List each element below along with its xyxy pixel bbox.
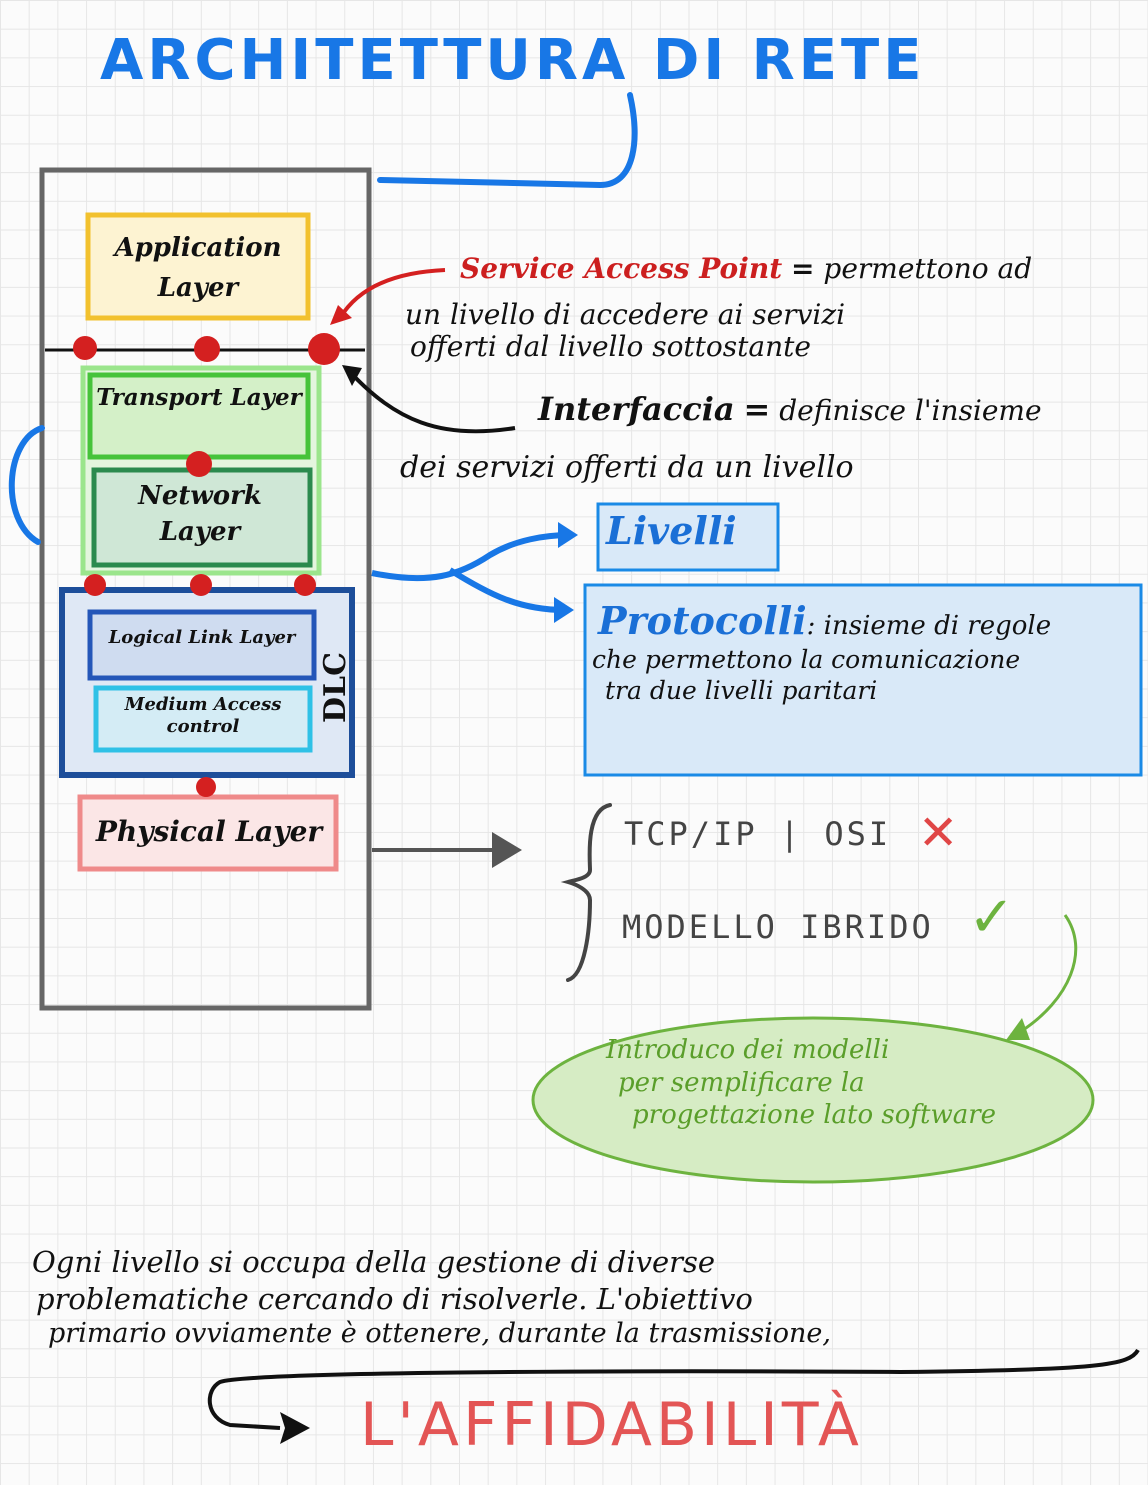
result-title: L'AFFIDABILITÀ xyxy=(360,1390,863,1460)
protocolli-arrowhead xyxy=(554,597,574,623)
interface-arrow xyxy=(348,370,516,434)
sap-dot xyxy=(308,333,340,365)
protocolli-line1: Protocolli: insieme di regole xyxy=(598,598,1051,643)
ellipse-line2: per semplificare la xyxy=(618,1068,865,1098)
hybrid-model-label: MODELLO IBRIDO xyxy=(622,908,934,946)
page-title: ARCHITETTURA DI RETE xyxy=(100,28,926,93)
sap-term: Service Access Point xyxy=(460,252,783,285)
green-arrowhead xyxy=(1006,1018,1030,1040)
left-bracket xyxy=(8,425,45,545)
llc-box xyxy=(87,609,317,681)
transport-layer-label: Transport Layer xyxy=(96,384,302,411)
green-arrow xyxy=(1019,914,1078,1034)
sap-dot xyxy=(84,574,106,596)
ellipse-line1: Introduco dei modelli xyxy=(606,1035,890,1065)
livelli-box xyxy=(596,502,780,572)
application-layer-box xyxy=(85,212,311,321)
dlc-label: DLC xyxy=(318,652,353,723)
tcp-osi-label: TCP/IP | OSI xyxy=(624,815,892,853)
protocolli-box xyxy=(583,583,1143,777)
bottom-line1: Ogni livello si occupa della gestione di… xyxy=(32,1245,716,1279)
interfaccia-equals: = xyxy=(743,390,771,428)
sap-dot xyxy=(294,574,316,596)
sap-note-line1: Service Access Point = permettono ad xyxy=(460,252,1032,285)
result-connector xyxy=(207,1348,1140,1430)
sap-arrow xyxy=(338,268,446,320)
sap-def-1: permettono ad xyxy=(823,252,1033,285)
protocolli-line3: tra due livelli paritari xyxy=(605,676,878,705)
sap-note-line3: offerti dal livello sottostante xyxy=(410,330,811,363)
curly-brace xyxy=(560,803,612,982)
branch-arrow-protocolli xyxy=(448,567,566,613)
cross-icon: ✕ xyxy=(918,805,959,861)
interfaccia-line2: dei servizi offerti da un livello xyxy=(400,450,854,485)
sap-equals: = xyxy=(791,252,815,285)
interfaccia-line1: Interfaccia = definisce l'insieme xyxy=(538,390,1042,428)
sap-dots xyxy=(73,333,340,797)
interface-arrowhead xyxy=(342,365,362,386)
interfaccia-term: Interfaccia xyxy=(538,390,735,428)
stack-frame xyxy=(39,167,372,1011)
protocolli-def-1: : insieme di regole xyxy=(806,611,1052,641)
note-ellipse xyxy=(531,1016,1095,1184)
interfaccia-def-1: definisce l'insieme xyxy=(779,394,1042,427)
title-connector xyxy=(377,92,638,189)
application-layer-label: Application Layer xyxy=(114,233,282,303)
protocolli-line2: che permettono la comunicazione xyxy=(592,645,1021,674)
network-layer-label: Network Layer xyxy=(138,481,262,547)
sap-dot xyxy=(196,777,216,797)
mac-box xyxy=(93,685,313,753)
sap-dot xyxy=(190,574,212,596)
bottom-line2: problematiche cercando di risolverle. L'… xyxy=(36,1282,753,1316)
sap-note-line2: un livello di accedere ai servizi xyxy=(405,298,846,331)
llc-label: Logical Link Layer xyxy=(108,627,296,648)
physical-layer-label: Physical Layer xyxy=(95,815,323,848)
ellipse-line3: progettazione lato software xyxy=(632,1100,997,1130)
livelli-arrowhead xyxy=(558,522,578,548)
physical-layer-box xyxy=(77,794,339,872)
result-arrowhead xyxy=(280,1412,310,1444)
check-icon: ✓ xyxy=(968,885,1015,950)
branch-arrow-livelli xyxy=(371,532,571,582)
sap-arrowhead xyxy=(330,305,352,325)
livelli-label: Livelli xyxy=(606,508,737,553)
models-arrowhead xyxy=(492,832,522,868)
bottom-line3: primario ovviamente è ottenere, durante … xyxy=(48,1318,831,1349)
sap-dot xyxy=(73,336,97,360)
mac-label: Medium Access control xyxy=(124,694,282,737)
sap-dot xyxy=(194,336,220,362)
transport-layer-box xyxy=(87,372,311,460)
protocolli-term: Protocolli xyxy=(598,598,807,643)
sap-dot xyxy=(186,451,212,477)
